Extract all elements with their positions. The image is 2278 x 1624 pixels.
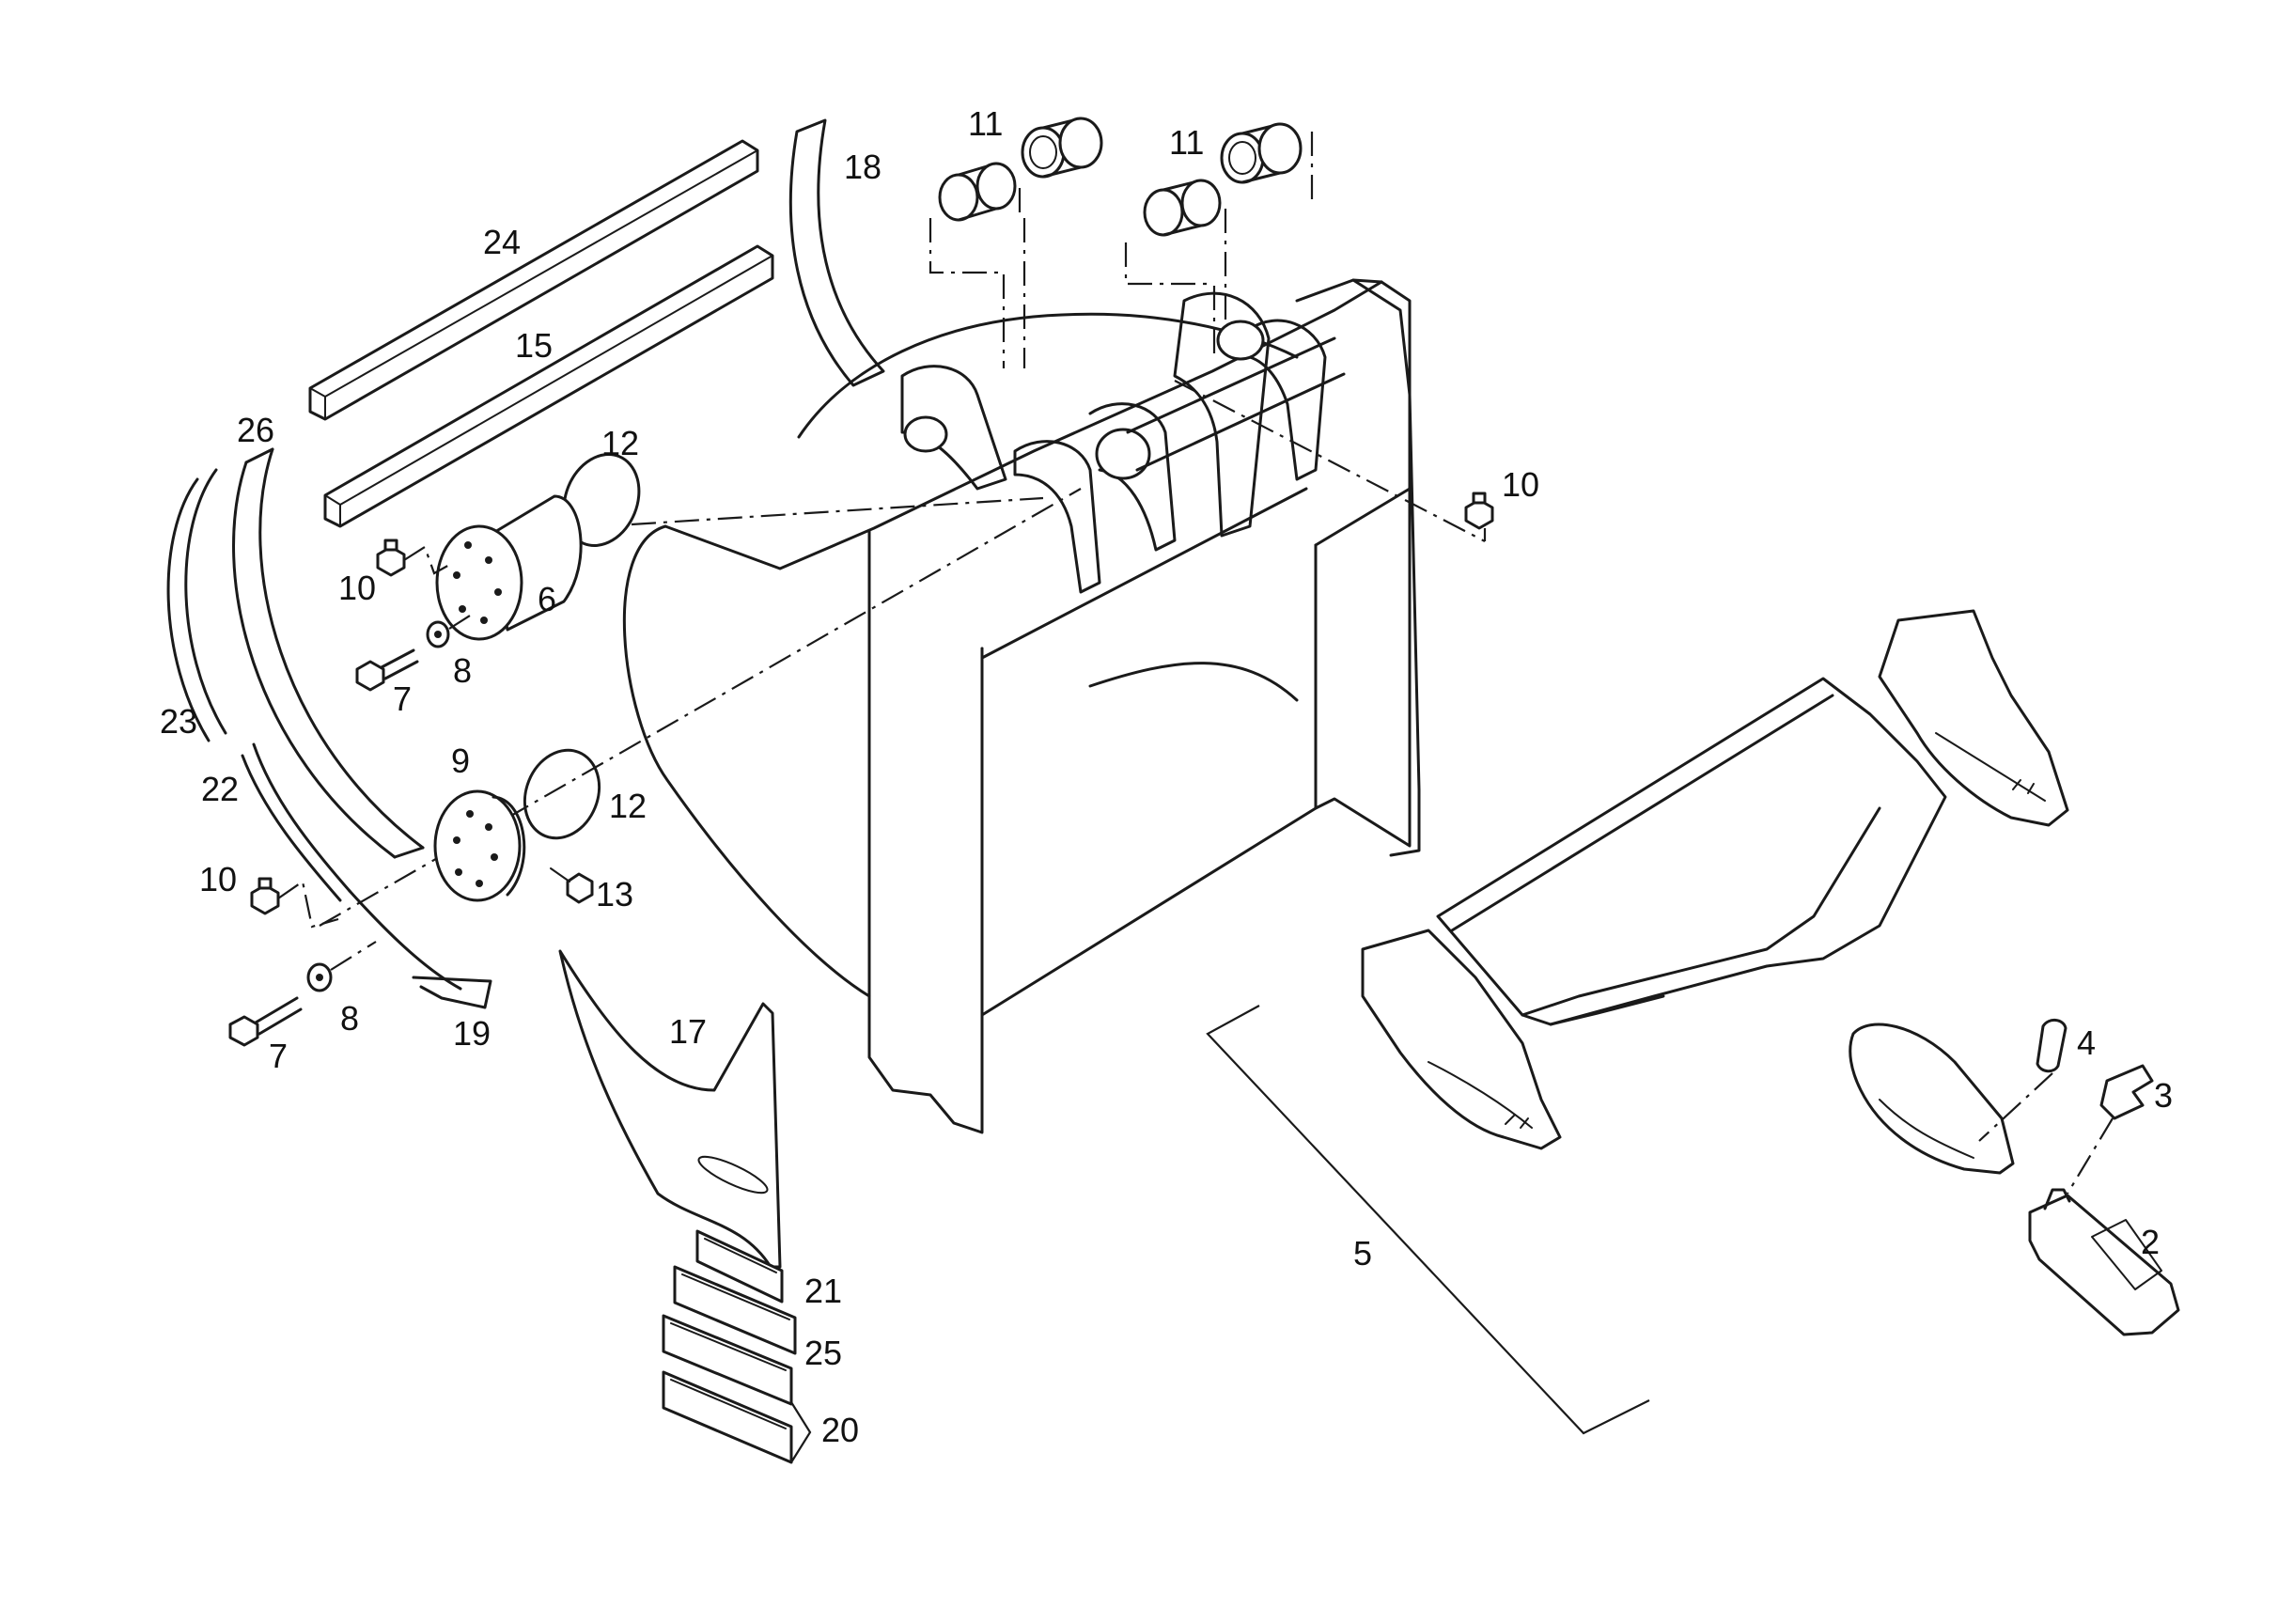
callout-21: 21: [804, 1272, 842, 1310]
curved-strip-18: [788, 118, 885, 387]
side-strip-22-19: [241, 742, 492, 1009]
shim-25: [673, 1265, 797, 1355]
washer-8-upper: [426, 615, 471, 648]
callout-18: 18: [844, 148, 882, 186]
callout-3: 3: [2154, 1076, 2173, 1115]
grease-nipple-10-lower: [250, 877, 339, 929]
side-strip-26-23: [166, 447, 425, 859]
callout-20: 20: [821, 1411, 859, 1449]
wear-strip-24: [308, 139, 759, 421]
callout-6: 6: [538, 580, 556, 618]
assembly-axis-upper: [631, 496, 1044, 526]
o-ring-12-upper: [562, 453, 641, 547]
grease-nipple-13: [550, 867, 594, 904]
callout-17: 17: [669, 1012, 707, 1051]
leader-5: [1206, 1005, 1650, 1435]
callout-7-lower: 7: [269, 1037, 288, 1075]
callout-22: 22: [201, 770, 239, 808]
bushing-11-right-b: [1220, 122, 1303, 184]
cutting-edge-5: [1436, 677, 1947, 1026]
bushing-11-left-a: [938, 162, 1017, 222]
callout-10-right: 10: [1502, 465, 1539, 504]
adapter-tooth-left: [1361, 929, 1562, 1150]
adapter-tooth-right: [1878, 609, 2069, 827]
pin-4: [1978, 1019, 2067, 1142]
callout-11-right: 11: [1169, 123, 1204, 162]
assembly-axis-lower: [319, 488, 1082, 927]
callout-10-upper: 10: [338, 569, 376, 607]
bucket-body: [622, 278, 1421, 1134]
callout-9: 9: [451, 742, 470, 780]
callout-5: 5: [1353, 1234, 1372, 1273]
callout-11-left: 11: [968, 104, 1003, 143]
callout-12-lower: 12: [609, 787, 647, 825]
o-ring-12-lower: [523, 748, 601, 840]
bushing-group-frame-right: [1124, 132, 1314, 357]
callout-2: 2: [2141, 1223, 2160, 1261]
callout-23: 23: [160, 702, 197, 741]
callout-4: 4: [2077, 1023, 2096, 1062]
callout-15: 15: [515, 326, 553, 365]
lock-3: [2067, 1064, 2154, 1195]
washer-8-lower: [306, 941, 377, 992]
bolt-7-lower: [228, 996, 303, 1047]
callout-10-lower: 10: [199, 860, 237, 898]
bolt-7-upper: [355, 648, 419, 692]
side-cutter-slot: [697, 1155, 769, 1195]
shim-21: [695, 1229, 784, 1304]
shim-20-bracket: [790, 1401, 812, 1463]
cover-plate-9: [433, 789, 526, 902]
tooth-point: [1849, 1023, 2015, 1175]
grease-nipple-10-right: [1464, 492, 1494, 541]
callout-8-lower: 8: [340, 999, 359, 1038]
assembly-axis-right: [1174, 380, 1486, 542]
callout-24: 24: [483, 223, 521, 261]
side-cutter-17: [558, 949, 782, 1269]
callout-25: 25: [804, 1334, 842, 1372]
hub-6: [435, 494, 583, 641]
callout-8-upper: 8: [453, 651, 472, 690]
grease-nipple-10-upper: [376, 539, 452, 577]
callout-12-upper: 12: [601, 424, 639, 462]
tooth-adapter-2: [2028, 1188, 2180, 1336]
callout-13: 13: [596, 875, 633, 914]
callout-26: 26: [237, 411, 274, 449]
bushing-11-right-a: [1143, 179, 1222, 237]
callout-7-upper: 7: [393, 679, 412, 718]
bushing-11-left-b: [1021, 117, 1103, 179]
wear-strip-15: [323, 244, 774, 528]
callout-19: 19: [453, 1014, 491, 1053]
